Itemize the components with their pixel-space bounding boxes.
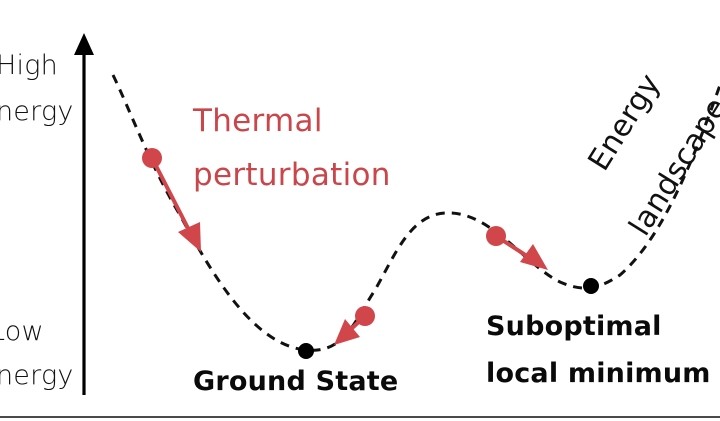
axis-arrow-up-icon [74, 33, 94, 55]
low-energy-label-line2: nergy [0, 360, 74, 391]
bottom-divider [0, 416, 720, 418]
local-minimum-dot [583, 278, 599, 294]
low-energy-label-line1: Low [0, 316, 44, 347]
perturbation-arrow-3 [486, 226, 548, 270]
high-energy-label-line2: nergy [0, 96, 74, 127]
ground-state-label: Ground State [193, 366, 399, 397]
perturbation-arrow-1 [142, 148, 201, 252]
energy-axis [74, 33, 94, 395]
ground-state-dot [298, 343, 314, 359]
suboptimal-label-line1: Suboptimal [486, 311, 662, 342]
thermal-perturbation-label-line1: Thermal [193, 103, 323, 139]
thermal-perturbation-label-line2: perturbation [193, 157, 391, 193]
high-energy-label-line1: High [0, 50, 58, 81]
suboptimal-label-line2: local minimum [486, 358, 711, 389]
perturbation-arrow-2 [334, 306, 375, 345]
